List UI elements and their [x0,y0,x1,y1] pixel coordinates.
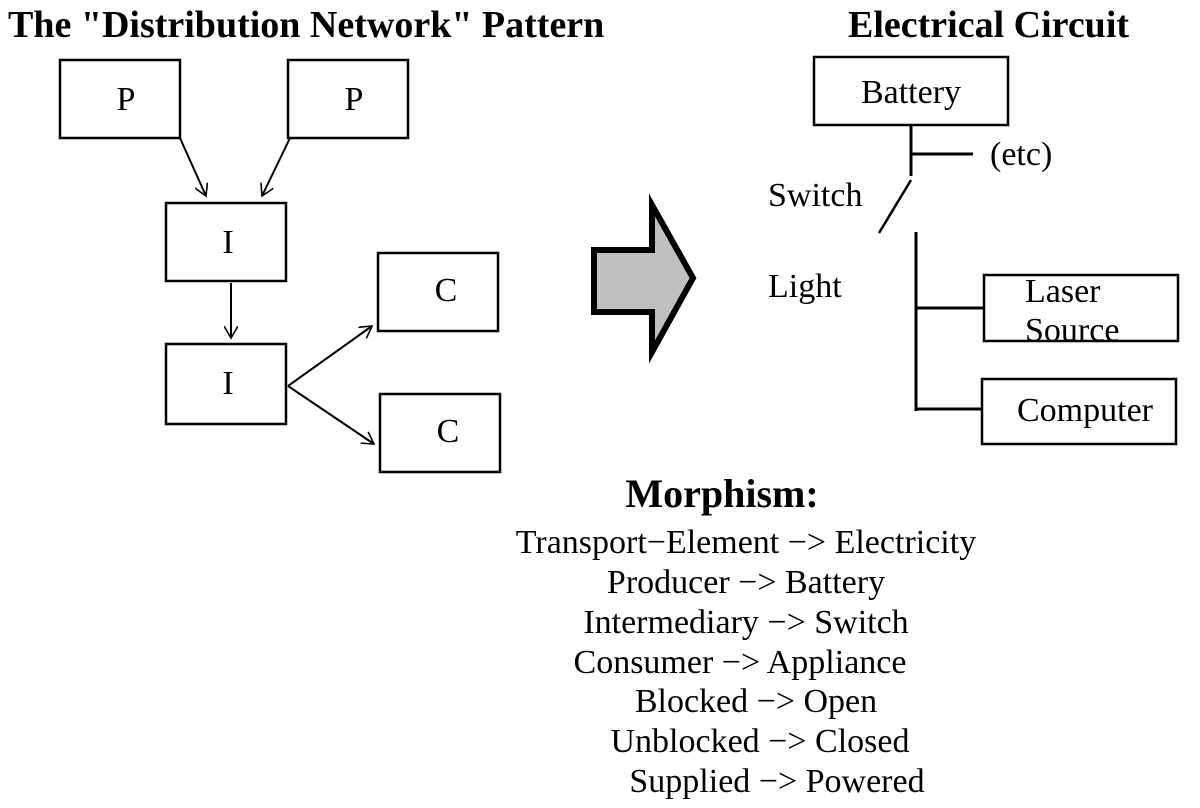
intermediary-label-2: I [222,365,233,402]
producer-label-2: P [345,81,364,118]
producer-box-2: P [286,58,410,140]
computer-box: Computer [980,377,1178,446]
computer-label: Computer [1017,392,1154,429]
etc-label: (etc) [990,136,1052,173]
edge-intermediary-to-consumer1 [287,326,372,387]
laser-label-line2: Source [1025,312,1119,349]
morphism-line: Consumer −> Appliance [574,644,907,681]
intermediary-box-2: I [164,342,288,426]
battery-box: Battery [812,55,1010,127]
edge-intermediary-to-consumer2 [287,385,374,444]
laser-source-box: Laser Source [982,273,1180,349]
morphism-line: Producer −> Battery [607,564,885,601]
intermediary-box-1: I [164,201,288,283]
morphism-heading: Morphism: [625,471,818,516]
morphism-line: Transport−Element −> Electricity [516,524,976,561]
right-title: Electrical Circuit [848,4,1129,46]
light-label: Light [768,268,842,305]
producer-box-1: P [58,58,182,140]
producer-label-1: P [117,81,136,118]
edge-producer1-to-intermediary [179,137,206,196]
morphism-line: Blocked −> Open [635,683,877,720]
morphism-line: Supplied −> Powered [629,763,924,800]
switch-label: Switch [768,177,862,214]
switch-symbol [877,179,913,234]
morphism-arrow-icon [591,193,697,364]
laser-label-line1: Laser [1025,273,1101,310]
intermediary-label-1: I [222,224,233,261]
consumer-box-2: C [378,392,502,474]
edge-producer2-to-intermediary [262,137,291,196]
battery-label: Battery [861,74,961,111]
consumer-box-1: C [376,251,500,333]
left-title: The "Distribution Network" Pattern [8,4,604,46]
morphism-line: Intermediary −> Switch [583,604,908,641]
morphism-line: Unblocked −> Closed [611,723,910,760]
consumer-label-2: C [437,413,460,450]
consumer-label-1: C [435,272,458,309]
